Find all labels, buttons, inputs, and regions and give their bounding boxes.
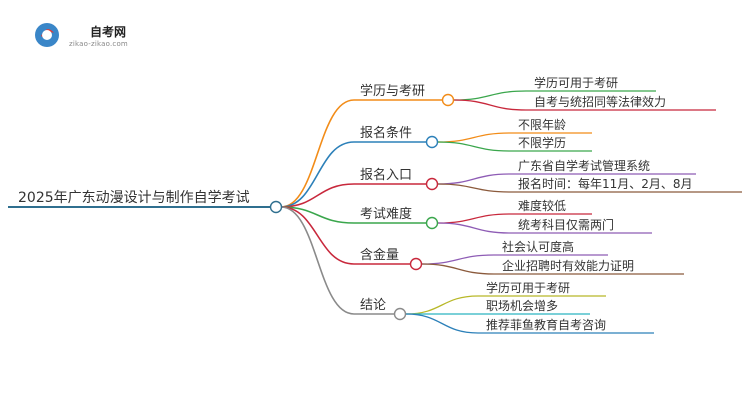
root-toggle-circle[interactable]: [269, 200, 283, 214]
branch-label: 考试难度: [360, 206, 412, 222]
leaf-label: 社会认可度高: [502, 239, 574, 254]
logo-title: 自考网: [90, 25, 127, 39]
branch-connector: [280, 206, 355, 224]
leaf-label: 学历可用于考研: [534, 75, 618, 90]
site-logo[interactable]: 自考网 zikao-zikao.com: [32, 20, 142, 54]
leaf-connector: [437, 183, 511, 193]
branch-connector: [280, 183, 355, 208]
branch-label: 报名入口: [360, 167, 412, 183]
branch-toggle-circle[interactable]: [441, 93, 455, 107]
leaf-label: 广东省自学考试管理系统: [518, 158, 650, 173]
logo-site: zikao-zikao.com: [69, 40, 128, 48]
leaf-label: 自考与统招同等法律效力: [534, 94, 666, 109]
leaf-label: 企业招聘时有效能力证明: [502, 258, 634, 273]
root-node-label: 2025年广东动漫设计与制作自学考试: [18, 190, 250, 206]
logo-mark-icon: [35, 23, 59, 47]
leaf-connector: [453, 99, 527, 111]
branch-label: 学历与考研: [360, 83, 425, 99]
branch-toggle-circle[interactable]: [393, 307, 407, 321]
leaf-connector: [437, 213, 511, 224]
branch-connector: [280, 99, 355, 208]
branch-toggle-circle[interactable]: [425, 135, 439, 149]
leaf-connector: [437, 222, 511, 234]
leaf-label: 统考科目仅需两门: [518, 217, 614, 232]
leaf-label: 职场机会增多: [486, 299, 558, 313]
leaf-connector: [405, 295, 479, 315]
leaf-label: 学历可用于考研: [486, 280, 570, 295]
leaf-label: 不限年龄: [518, 118, 566, 132]
branch-connector: [280, 141, 355, 208]
branch-label: 结论: [360, 298, 386, 313]
leaf-connector: [437, 141, 511, 152]
leaf-label: 推荐菲鱼教育自考咨询: [486, 317, 606, 332]
leaf-connector: [437, 173, 511, 185]
branch-toggle-circle[interactable]: [425, 216, 439, 230]
leaf-label: 难度较低: [518, 198, 566, 213]
leaf-connector: [421, 254, 495, 265]
branch-connector: [280, 206, 355, 315]
leaf-label: 不限学历: [518, 135, 566, 150]
branch-label: 含金量: [360, 247, 399, 263]
branch-toggle-circle[interactable]: [409, 257, 423, 271]
leaf-connector: [405, 313, 479, 334]
leaf-label: 报名时间：每年11月、2月、8月: [518, 176, 693, 191]
leaf-connector: [421, 263, 495, 275]
leaf-connector: [453, 90, 527, 101]
branch-label: 报名条件: [360, 125, 412, 141]
branch-connector: [280, 206, 355, 265]
branch-toggle-circle[interactable]: [425, 177, 439, 191]
leaf-connector: [437, 132, 511, 143]
